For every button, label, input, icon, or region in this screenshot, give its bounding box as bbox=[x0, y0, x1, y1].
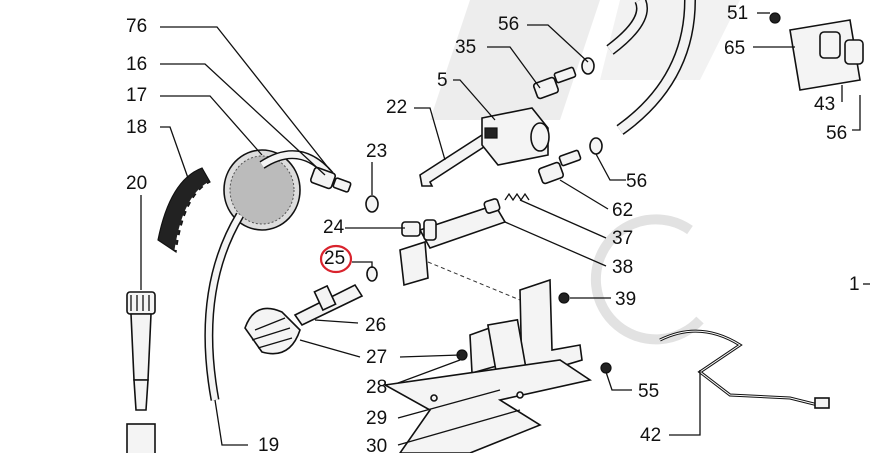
part-screws bbox=[456, 292, 612, 374]
label-17: 17 bbox=[126, 85, 148, 106]
part-25-oring bbox=[366, 266, 378, 282]
label-51: 51 bbox=[727, 3, 749, 24]
part-37-spring bbox=[504, 192, 530, 202]
label-38: 38 bbox=[612, 257, 634, 278]
label-29: 29 bbox=[366, 408, 388, 429]
label-62: 62 bbox=[612, 200, 634, 221]
part-5-solenoid bbox=[481, 107, 550, 166]
part-bracket bbox=[469, 278, 583, 380]
label-20: 20 bbox=[126, 173, 148, 194]
part-19-hose bbox=[204, 150, 334, 401]
label-43: 43 bbox=[814, 94, 836, 115]
label-39: 39 bbox=[615, 289, 637, 310]
label-56-top: 56 bbox=[498, 14, 520, 35]
part-62-fitting bbox=[537, 137, 603, 185]
leader-lines bbox=[160, 12, 870, 446]
label-22: 22 bbox=[386, 97, 408, 118]
part-22-lever bbox=[419, 133, 492, 187]
label-5: 5 bbox=[437, 70, 448, 91]
part-38-valve-body bbox=[399, 198, 507, 287]
label-25: 25 bbox=[324, 248, 346, 269]
label-24: 24 bbox=[323, 217, 345, 238]
label-37: 37 bbox=[612, 228, 634, 249]
label-65: 65 bbox=[724, 38, 746, 59]
part-24-fitting bbox=[401, 219, 437, 241]
part-27-knob bbox=[244, 307, 301, 355]
label-16: 16 bbox=[126, 54, 148, 75]
label-56-right: 56 bbox=[826, 123, 848, 144]
label-28: 28 bbox=[366, 377, 388, 398]
label-27: 27 bbox=[366, 347, 388, 368]
assembly-line bbox=[427, 261, 521, 301]
part-23-oring bbox=[365, 195, 379, 213]
part-18-grille bbox=[157, 167, 211, 254]
label-26: 26 bbox=[365, 315, 387, 336]
part-20-wand bbox=[126, 195, 156, 453]
part-plate bbox=[382, 359, 593, 453]
label-19: 19 bbox=[258, 435, 280, 456]
label-23: 23 bbox=[366, 141, 388, 162]
part-42-cable bbox=[659, 329, 830, 409]
label-76: 76 bbox=[126, 16, 148, 37]
label-56-mid: 56 bbox=[626, 171, 648, 192]
label-42: 42 bbox=[640, 425, 662, 446]
label-55: 55 bbox=[638, 381, 660, 402]
part-17-disc bbox=[223, 149, 301, 231]
part-16-nozzle bbox=[309, 166, 352, 193]
part-65-bracket bbox=[769, 12, 864, 91]
label-35: 35 bbox=[455, 37, 477, 58]
part-35-fitting bbox=[532, 57, 595, 100]
part-26-pin bbox=[293, 283, 364, 327]
highlight-circle bbox=[319, 244, 353, 274]
label-1: 1 bbox=[849, 274, 860, 295]
label-18: 18 bbox=[126, 117, 148, 138]
label-30: 30 bbox=[366, 436, 388, 457]
watermark bbox=[430, 0, 740, 345]
